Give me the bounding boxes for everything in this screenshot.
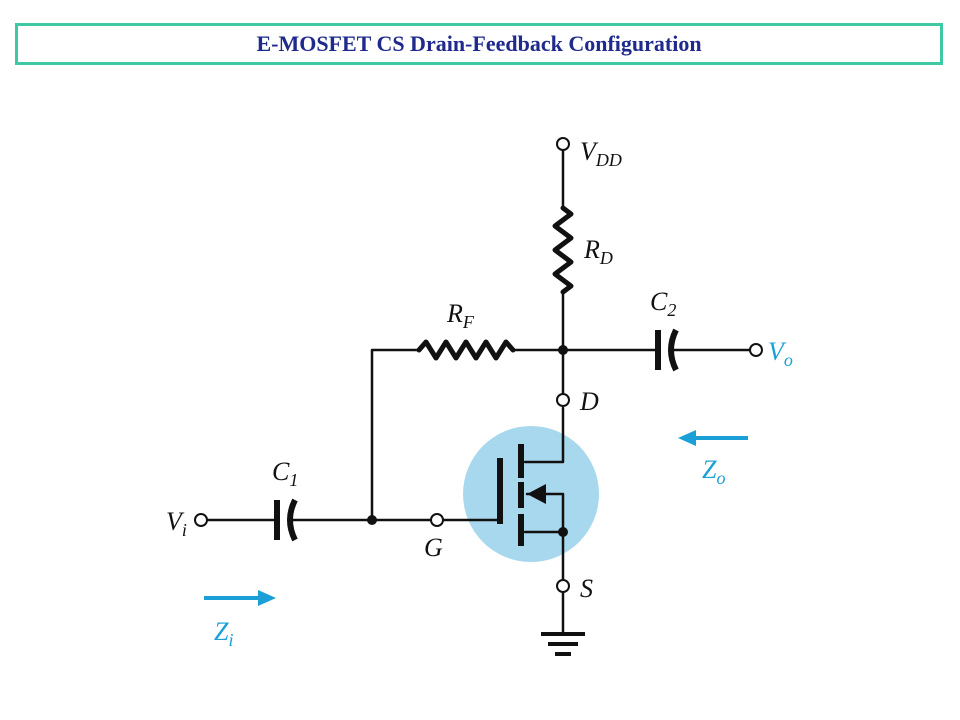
vdd-label: VDD xyxy=(580,137,622,170)
gate-terminal xyxy=(430,513,444,527)
rf-wire-left xyxy=(370,348,421,522)
vi-label: Vi xyxy=(166,507,187,540)
rf-label: RF xyxy=(446,299,475,332)
c1-plate-right xyxy=(287,498,298,542)
zi-label: Zi xyxy=(214,617,233,650)
vo-label: Vo xyxy=(768,337,793,370)
junction-input xyxy=(367,515,377,525)
drain-wire-bottom xyxy=(523,406,565,464)
body-arrow xyxy=(527,484,546,504)
ground-symbol xyxy=(541,632,585,656)
gate-label: G xyxy=(424,533,443,562)
junction-source xyxy=(558,527,568,537)
rf-resistor xyxy=(416,339,516,361)
zo-label: Zo xyxy=(702,455,725,488)
rd-label: RD xyxy=(583,235,613,268)
title-box: E-MOSFET CS Drain-Feedback Configuration xyxy=(15,23,943,65)
drain-terminal xyxy=(556,393,570,407)
rd-resistor xyxy=(552,205,574,295)
vdd-terminal xyxy=(556,137,570,151)
vo-terminal xyxy=(749,343,763,357)
source-terminal xyxy=(556,579,570,593)
c2-plate-right xyxy=(668,328,679,372)
c1-label: C1 xyxy=(272,457,298,490)
vi-terminal xyxy=(194,513,208,527)
source-label: S xyxy=(580,574,593,603)
junction-output xyxy=(558,345,568,355)
diagram-title: E-MOSFET CS Drain-Feedback Configuration xyxy=(256,31,702,56)
zo-arrow-head xyxy=(678,430,696,446)
drain-label: D xyxy=(579,387,599,416)
zi-arrow-head xyxy=(258,590,276,606)
c2-label: C2 xyxy=(650,287,676,320)
